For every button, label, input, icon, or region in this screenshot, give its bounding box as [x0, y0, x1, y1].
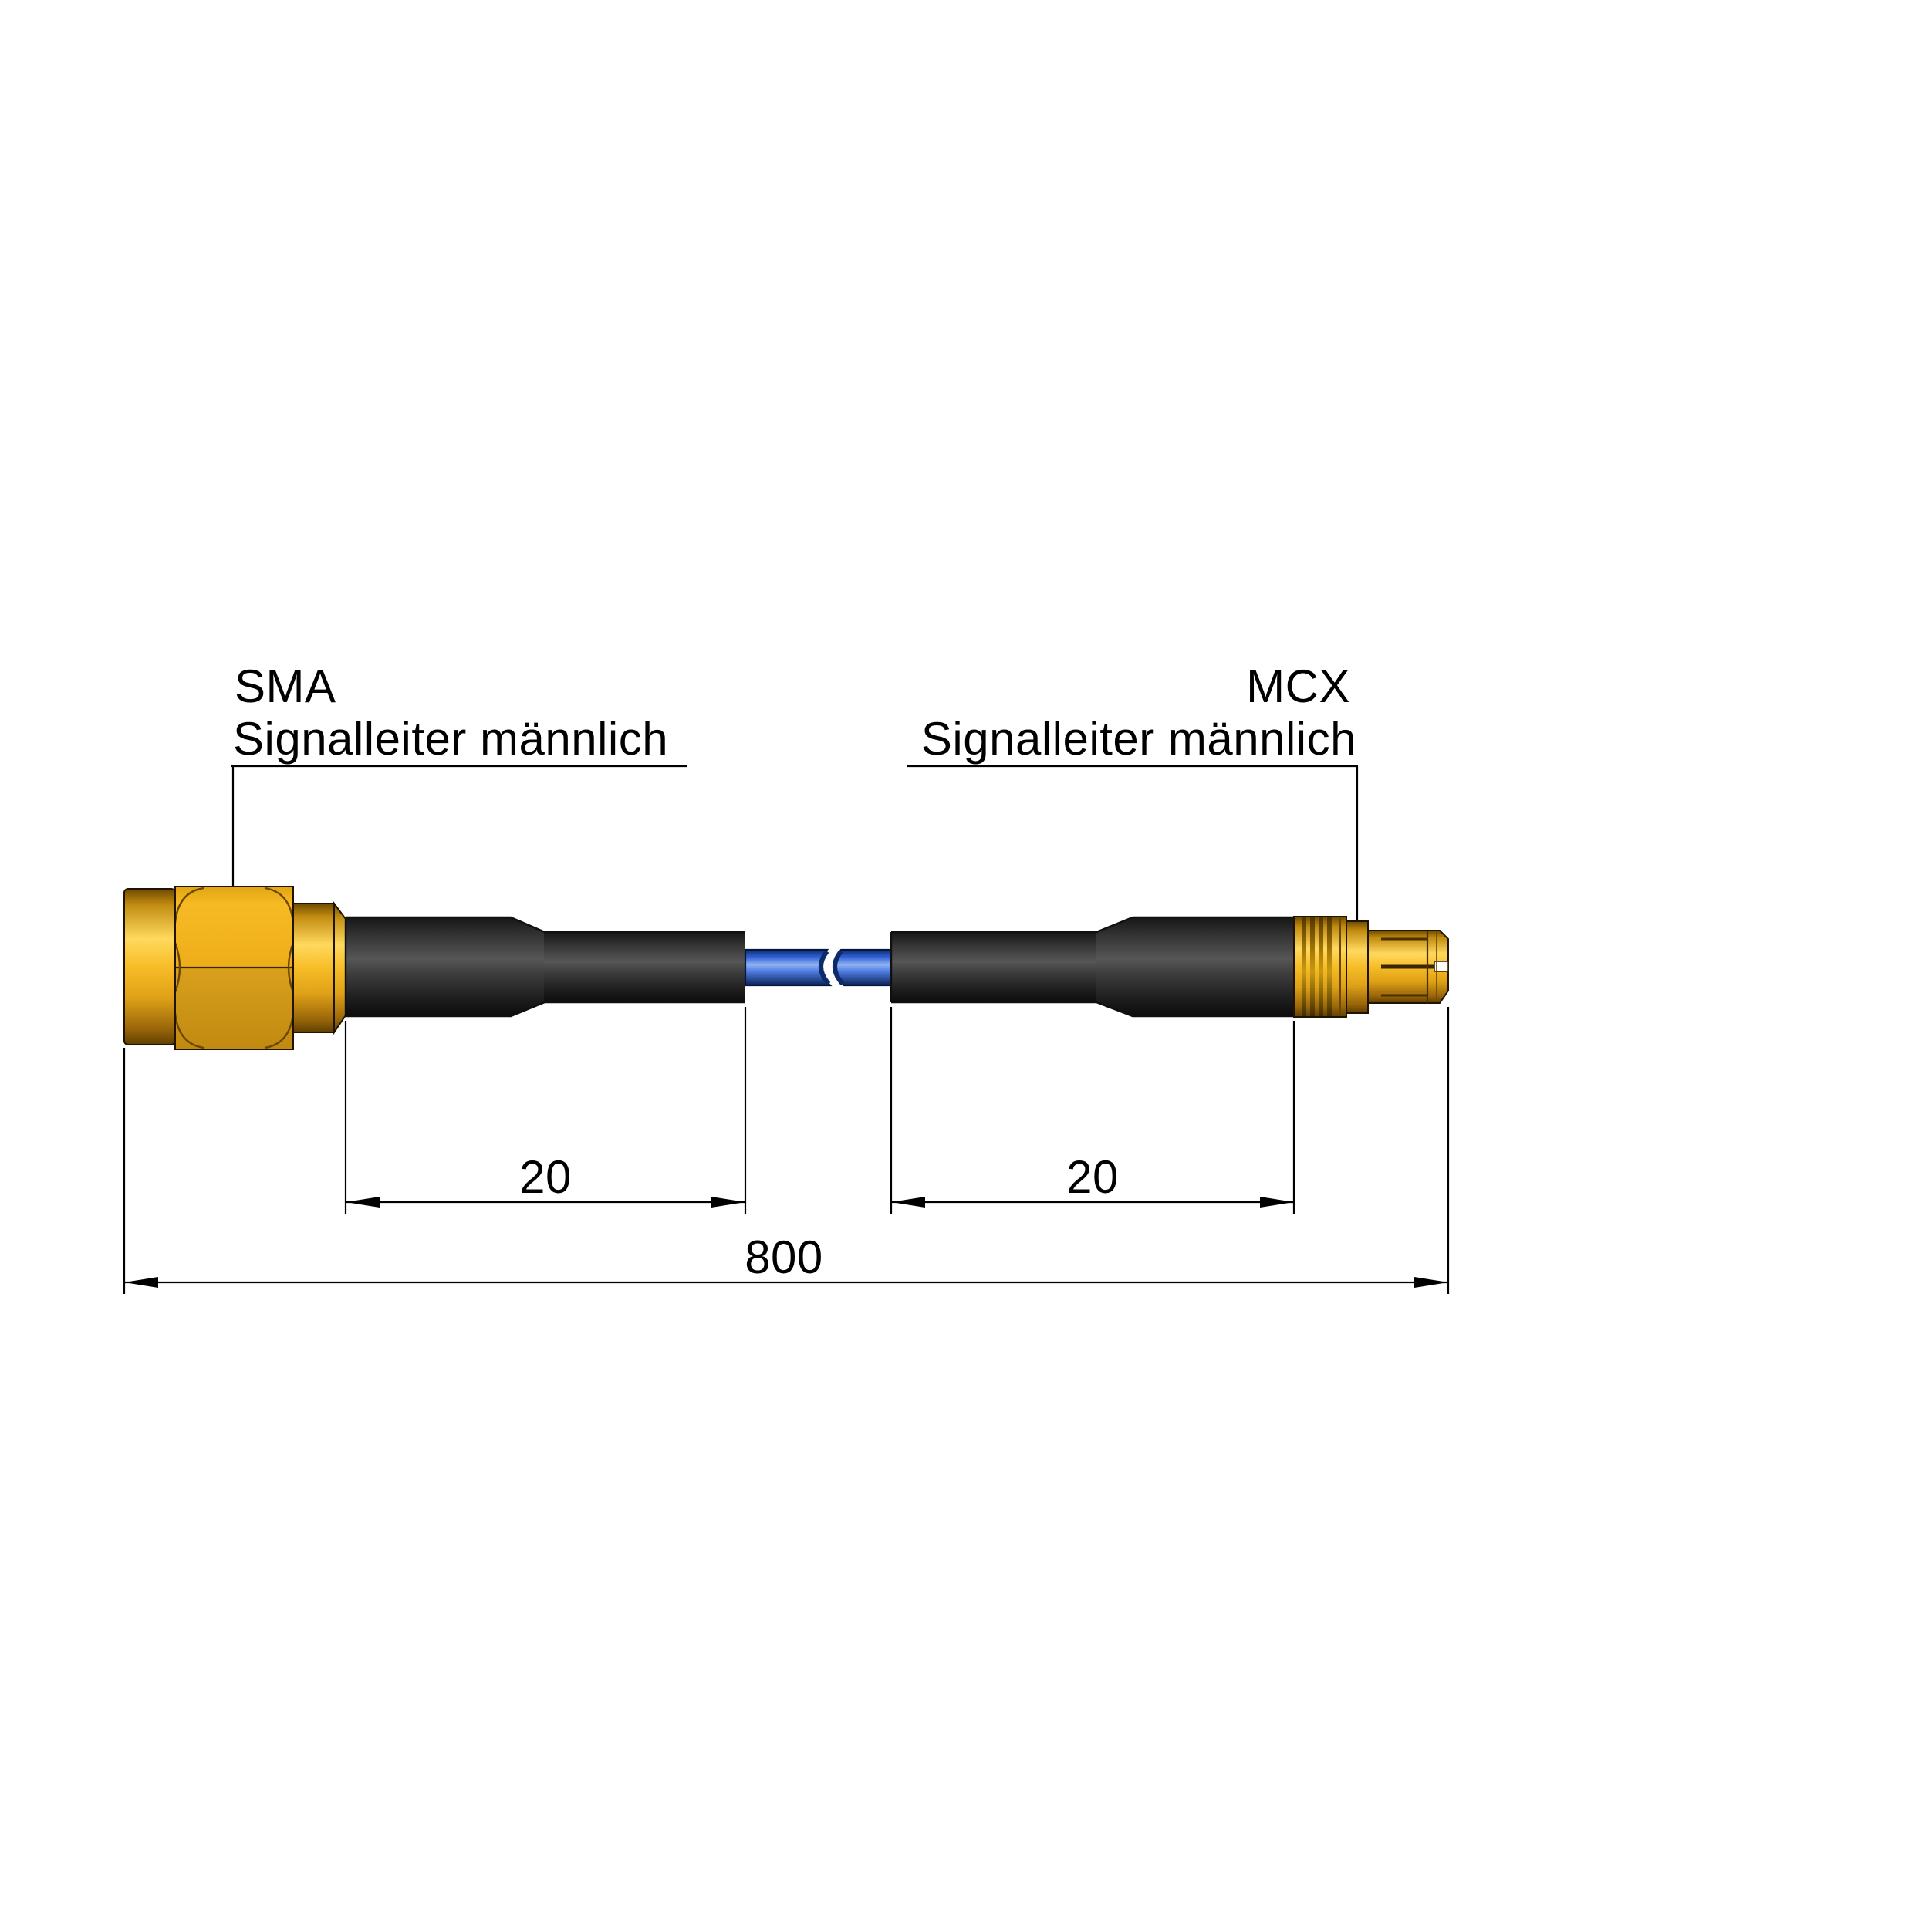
mcx-collet-slots [1381, 937, 1449, 997]
left-heatshrink-thick-section [346, 917, 512, 1016]
arrowhead-right [711, 1197, 745, 1208]
arrowhead-right [1260, 1197, 1294, 1208]
mcx-tip-ring [1426, 931, 1437, 1003]
right-heatshrink-thin-section [891, 932, 1097, 1002]
mcx-barrel [1346, 920, 1369, 1014]
mcx-label-subtitle: Signalleiter männlich [921, 713, 1356, 765]
right-heatshrink-taper [1096, 917, 1133, 1016]
dimension-left-20: 20 [344, 1007, 747, 1214]
mcx-callout: MCX Signalleiter männlich [907, 660, 1363, 969]
dimension-overall-800: 800 [123, 1007, 1450, 1294]
cable-right-segment [833, 948, 893, 987]
cable [744, 948, 893, 987]
cable-left-segment [744, 948, 833, 987]
sma-hex-corner-fillets [174, 887, 295, 1049]
sma-label-title: SMA [235, 660, 336, 712]
dimension-right-20: 20 [890, 1007, 1295, 1214]
dimension-value: 800 [745, 1231, 823, 1283]
left-heatshrink-taper [511, 917, 545, 1016]
sma-ferrule [293, 904, 334, 1032]
sma-label-subtitle: Signalleiter männlich [233, 713, 668, 765]
mcx-label-title: MCX [1246, 660, 1350, 712]
right-heatshrink-outline [890, 916, 1294, 1018]
cable-break-right-edge [833, 950, 845, 986]
mcx-connector [1293, 916, 1449, 1018]
mcx-crimp-grooves [1302, 917, 1341, 1017]
arrowhead-left [124, 1277, 158, 1288]
arrowhead-left [346, 1197, 380, 1208]
arrowhead-right [1414, 1277, 1448, 1288]
left-heatshrink-outline [344, 916, 745, 1018]
dimension-value: 20 [1066, 1151, 1119, 1203]
left-heatshrink [344, 916, 745, 1018]
left-heatshrink-thin-section [544, 932, 745, 1002]
sma-connector [123, 886, 346, 1050]
sma-hex-lower-facet [175, 968, 293, 1049]
sma-hex-upper-facet [175, 887, 293, 968]
sma-cap-cylinder [124, 889, 175, 1045]
mcx-slot-opening [1434, 961, 1449, 972]
dimension-value: 20 [519, 1151, 572, 1203]
sma-ferrule-chamfer [333, 901, 346, 1035]
right-heatshrink-thick-section [1132, 917, 1294, 1016]
cable-break-left-edge [819, 950, 831, 986]
right-heatshrink [890, 916, 1294, 1018]
arrowhead-left [891, 1197, 925, 1208]
